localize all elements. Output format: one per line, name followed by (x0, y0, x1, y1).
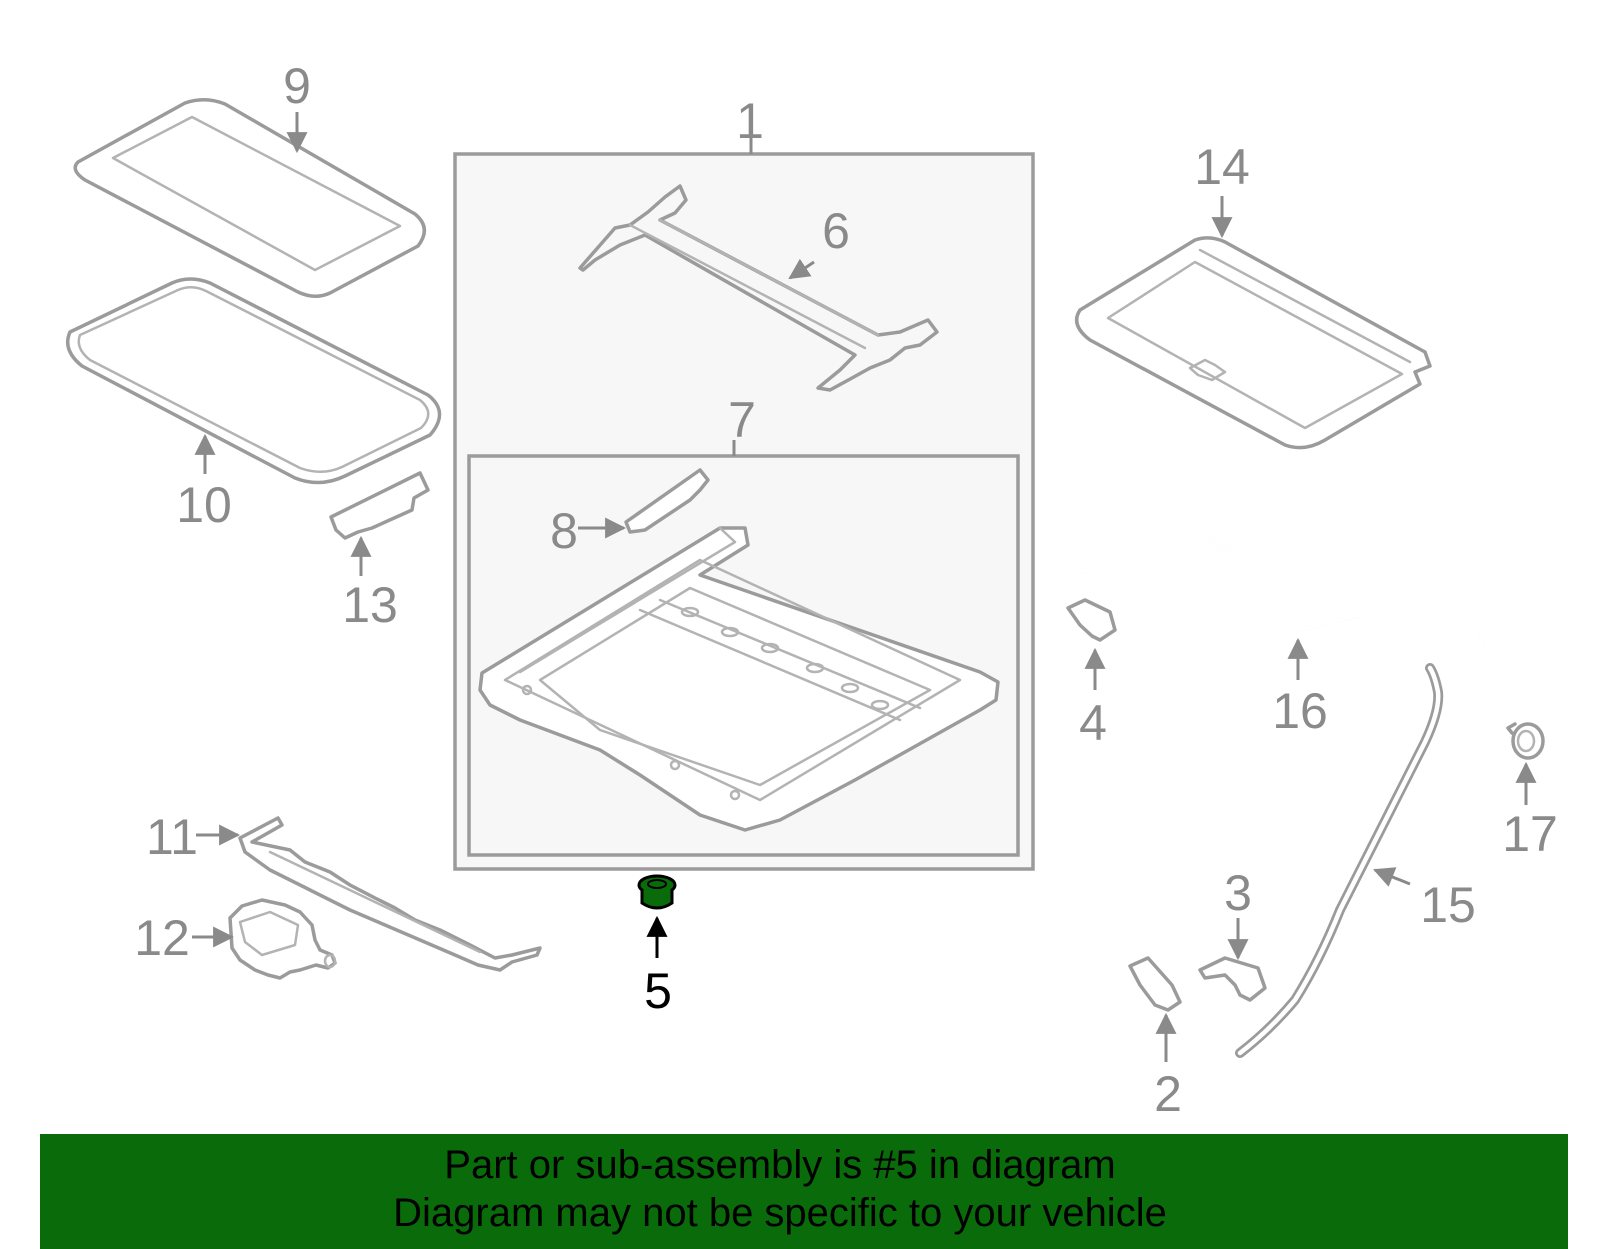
arrow-6 (788, 258, 815, 280)
callout-16: 16 (1272, 683, 1328, 739)
part-3-bracket (1198, 956, 1267, 1002)
part-11-deflector-arm (238, 816, 542, 972)
callout-11: 11 (146, 809, 198, 865)
part-14-sunshade (1074, 236, 1432, 450)
callout-7: 7 (728, 392, 756, 448)
callout-5: 5 (644, 963, 672, 1019)
callout-8: 8 (550, 503, 578, 559)
callout-15: 15 (1420, 877, 1476, 933)
callout-10: 10 (176, 477, 232, 533)
part-15-drain-hose (1235, 663, 1444, 1058)
info-banner: Part or sub-assembly is #5 in diagram Di… (40, 1134, 1568, 1249)
callout-9: 9 (283, 58, 311, 114)
callout-6: 6 (822, 203, 850, 259)
callout-14: 14 (1194, 139, 1250, 195)
callout-4: 4 (1079, 695, 1107, 751)
callout-13: 13 (342, 577, 398, 633)
part-16-drain-hose (1048, 528, 1492, 714)
callout-3: 3 (1224, 865, 1252, 921)
part-6-rail (578, 184, 939, 392)
part-5-nut (637, 874, 677, 910)
part-12-motor (228, 898, 337, 980)
banner-line-part: Part or sub-assembly is #5 in diagram (444, 1143, 1116, 1187)
part-17-grommet (1506, 722, 1545, 760)
part-9-glass-panel (73, 98, 426, 298)
part-10-seal (66, 277, 442, 485)
banner-line-disclaimer: Diagram may not be specific to your vehi… (393, 1191, 1167, 1235)
callout-17: 17 (1502, 806, 1558, 862)
part-7-frame (478, 526, 1000, 832)
part-4-clip (1066, 598, 1117, 642)
part-2-bracket (1128, 956, 1182, 1012)
arrow-15 (1373, 867, 1411, 887)
callout-2: 2 (1154, 1066, 1182, 1122)
callout-12: 12 (134, 910, 190, 966)
callout-1: 1 (736, 93, 764, 149)
part-8-bracket (624, 468, 710, 534)
part-13-bracket (329, 471, 430, 540)
